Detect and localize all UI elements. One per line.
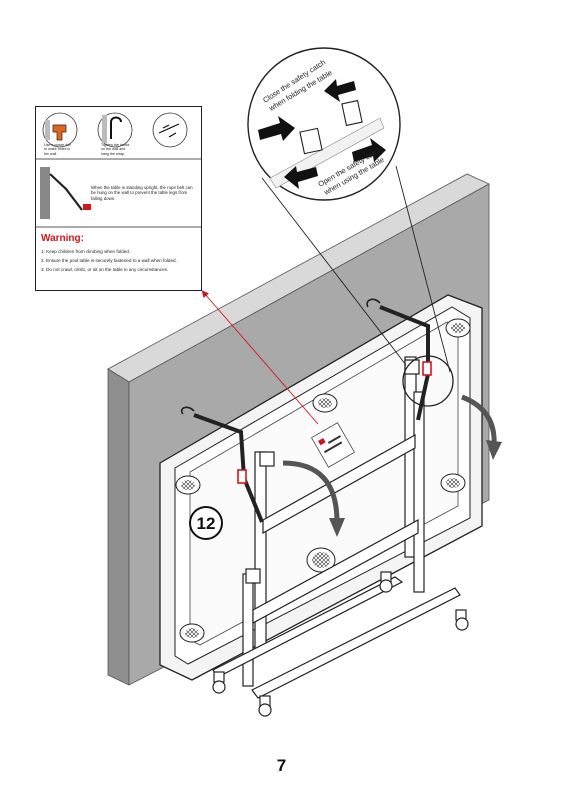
warning-leader-line (201, 290, 319, 425)
table-frame (212, 356, 461, 699)
warning-item: 3. Do not crawl, climb, or sit on the ta… (41, 267, 169, 272)
fold-arrows (282, 394, 502, 537)
rope-note: When the table is standing upright, the … (91, 185, 193, 201)
safety-straps (180, 298, 432, 523)
hook-icon (110, 116, 122, 139)
page-number: 7 (276, 756, 287, 775)
power-drill-icon (52, 124, 67, 141)
arrow-right-icon (258, 116, 295, 141)
detail-pointer-circle (261, 165, 454, 407)
casters (212, 571, 469, 717)
step1-caption: Use a power drill to make holes in the w… (44, 143, 71, 156)
arrow-right-icon (352, 138, 386, 162)
arrow-left-icon (324, 79, 356, 102)
step2-caption: Tighten the hooks on the wall and hang t… (101, 143, 130, 156)
safety-catch-icon (158, 123, 180, 138)
instruction-drawings (36, 112, 201, 228)
strap-icon (49, 173, 83, 211)
callout-badge: 12 (189, 506, 223, 540)
arrow-left-icon (284, 166, 318, 189)
warning-title: Warning: (41, 233, 84, 244)
safety-catch-detail: Close the safety catch when folding the … (247, 47, 401, 201)
warning-list: 1. Keep children from climbing when fold… (41, 247, 199, 274)
instruction-box: Use a power drill to make holes in the w… (35, 106, 202, 291)
warning-item: 1. Keep children from climbing when fold… (41, 249, 131, 254)
warning-item: 2. Ensure the pool table is securely fas… (41, 258, 177, 263)
callout-number: 12 (197, 514, 216, 533)
